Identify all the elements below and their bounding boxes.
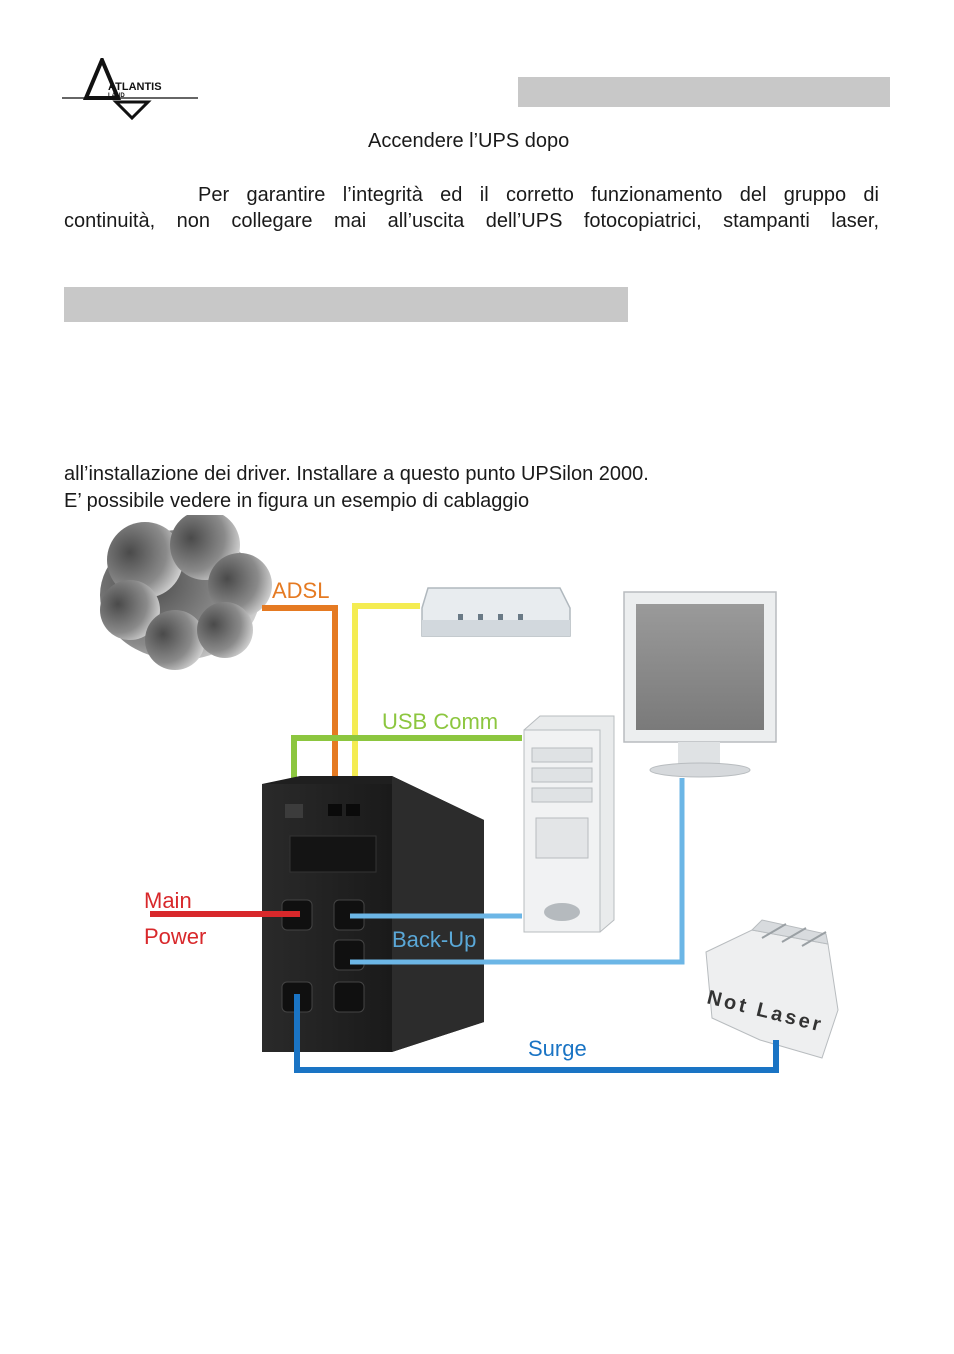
power-label: Power [144, 924, 206, 949]
install-line-2: E’ possibile vedere in figura un esempio… [64, 490, 530, 512]
section-heading-bar [64, 287, 628, 322]
printer-icon: Not Laser [705, 919, 839, 1059]
backup-cable-monitor [350, 778, 685, 965]
wiring-diagram-svg: ADSL USB Comm [100, 510, 839, 1073]
logo-text: ATLANTIS [108, 81, 162, 93]
warning-line-1: Per garantire l’integrità ed il corretto… [198, 184, 879, 206]
monitor-icon [623, 591, 777, 778]
logo-subtext: LAND [108, 93, 125, 99]
surge-label: Surge [528, 1036, 587, 1061]
install-line-1: all’installazione dei driver. Installare… [64, 463, 649, 485]
main-label: Main [144, 888, 192, 913]
internet-cloud-icon [100, 510, 272, 670]
back-up-label: Back-Up [392, 927, 476, 952]
tower-pc-icon [523, 715, 615, 933]
header-bar [518, 77, 890, 107]
warning-line-2: continuità, non collegare mai all’uscita… [64, 210, 879, 232]
text-accendere: Accendere l’UPS dopo [368, 130, 570, 152]
atlantis-logo-mark: ATLANTIS LAND [62, 54, 198, 121]
wiring-diagram: ADSL USB Comm [90, 510, 850, 1085]
adsl-cable [262, 605, 338, 808]
adsl-modem-icon [421, 587, 571, 637]
surge-cable [294, 994, 779, 1073]
adsl-label: ADSL [272, 578, 329, 603]
warning-paragraph: Per garantire l’integrità ed il corretto… [64, 182, 879, 234]
usb-comm-label: USB Comm [382, 709, 498, 734]
atlantis-logo: ATLANTIS LAND [60, 54, 200, 122]
